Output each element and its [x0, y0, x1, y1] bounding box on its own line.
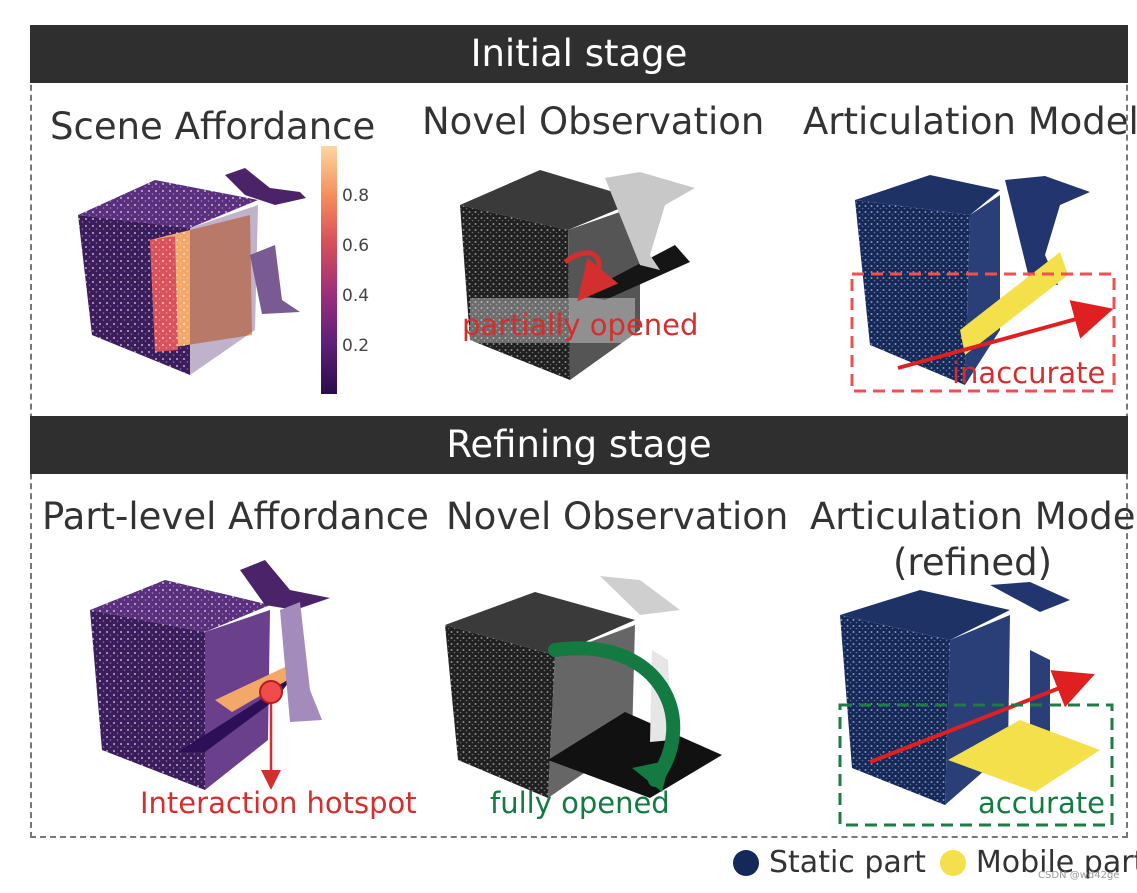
static-part-swatch [733, 849, 759, 876]
colorbar-tick-0.6: 0.6 [342, 236, 370, 256]
scene-affordance-title: Scene Affordance [50, 105, 376, 148]
refining-stage-header: Refining stage [30, 416, 1128, 474]
novel-observation-title-top: Novel Observation [422, 100, 765, 143]
colorbar-tick-0.4: 0.4 [342, 286, 370, 306]
interaction-hotspot-label: Interaction hotspot [140, 786, 417, 820]
colorbar-tick-0.2: 0.2 [342, 336, 370, 356]
legend: Static part Mobile part [733, 845, 1137, 880]
articulation-model-title-top: Articulation Model [803, 100, 1137, 143]
static-part-label: Static part [769, 845, 926, 880]
articulation-model-title-bottom: Articulation Model [810, 495, 1137, 538]
novel-observation-full-cloud [445, 576, 722, 798]
novel-observation-partial-cloud [460, 170, 695, 380]
part-level-affordance-cloud [90, 560, 330, 790]
fully-opened-label: fully opened [490, 786, 670, 820]
refined-subtitle: (refined) [893, 541, 1053, 584]
affordance-colorbar [321, 146, 337, 394]
colorbar-tick-0.8: 0.8 [342, 186, 370, 206]
inaccurate-label: inaccurate [952, 356, 1106, 390]
articulation-model-refined-cloud [838, 582, 1114, 827]
accurate-label: accurate [978, 786, 1105, 820]
part-level-affordance-title: Part-level Affordance [42, 495, 429, 538]
watermark: CSDN @wd42ge [1038, 870, 1120, 881]
novel-observation-title-bottom: Novel Observation [446, 495, 789, 538]
initial-stage-header: Initial stage [30, 25, 1128, 83]
mobile-part-swatch [939, 849, 966, 876]
articulation-model-initial-cloud [850, 175, 1116, 393]
scene-affordance-cloud [78, 168, 306, 375]
partially-opened-label: partially opened [462, 308, 699, 342]
mobile-part-label: Mobile part [975, 845, 1137, 880]
